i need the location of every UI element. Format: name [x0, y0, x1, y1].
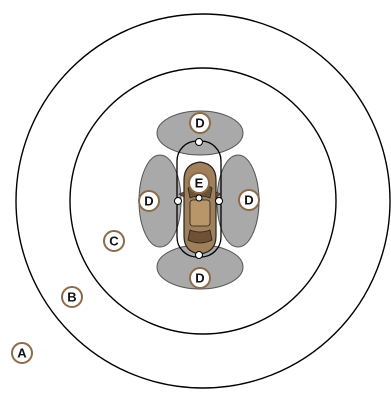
sensor-dot-right	[216, 198, 223, 205]
label-d-bottom: D	[195, 271, 204, 286]
label-badge-d-left: D	[139, 191, 159, 211]
label-badge-d-right: D	[239, 190, 259, 210]
sensor-dot-rear	[196, 252, 203, 259]
label-e: E	[195, 176, 204, 191]
label-badge-e: E	[189, 173, 209, 193]
label-d-top: D	[195, 116, 204, 131]
label-a: A	[17, 346, 27, 361]
label-badge-b: B	[62, 287, 82, 307]
sensor-dot-left	[175, 198, 182, 205]
label-badge-a: A	[12, 343, 32, 363]
label-badge-d-bottom: D	[190, 268, 210, 288]
label-badge-c: C	[104, 231, 124, 251]
label-c: C	[109, 234, 119, 249]
label-d-right: D	[244, 193, 253, 208]
label-b: B	[67, 290, 76, 305]
sensor-dot-center	[196, 195, 202, 201]
label-badge-d-top: D	[190, 113, 210, 133]
label-d-left: D	[144, 194, 153, 209]
sensor-dot-front	[196, 139, 203, 146]
